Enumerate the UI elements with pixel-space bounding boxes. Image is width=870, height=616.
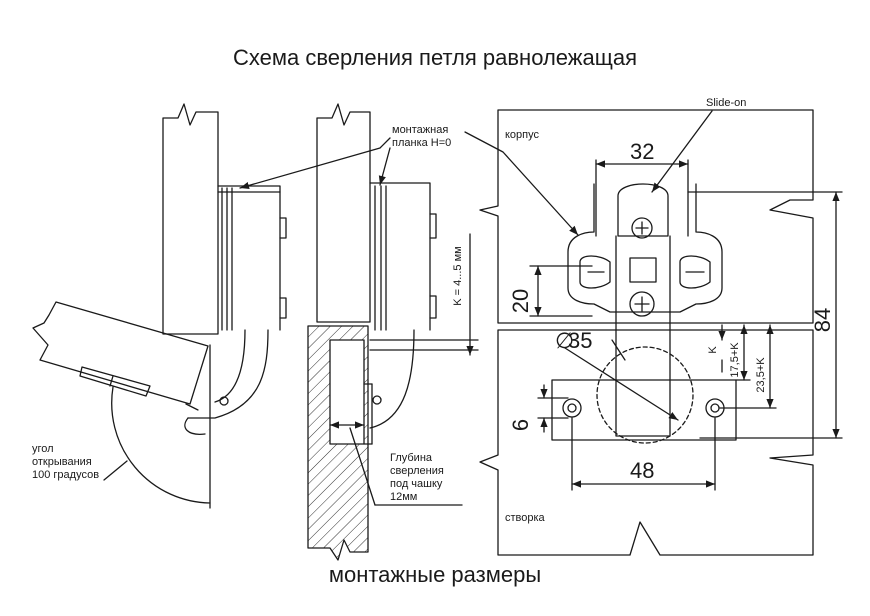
door-label: створка xyxy=(505,512,545,524)
mounting-plate-line-2: планка H=0 xyxy=(392,137,452,149)
slide-on-label: Slide-on xyxy=(706,97,747,109)
front-view xyxy=(479,109,843,556)
mounting-plate-label: монтажная планка H=0 xyxy=(392,124,451,150)
dim-84: 84 xyxy=(810,308,835,332)
plate-leader xyxy=(239,137,391,189)
side-view-closed xyxy=(307,103,479,561)
dim-6: 6 xyxy=(508,419,533,431)
dim-20: 20 xyxy=(508,289,533,313)
dim-35-symbol: ∅ xyxy=(555,328,574,353)
cabinet-label: корпус xyxy=(505,129,540,141)
drilling-depth-line-1: Глубина xyxy=(390,452,433,464)
drilling-depth-line-2: сверления xyxy=(390,465,444,477)
opening-angle-line-1: угол xyxy=(32,443,54,455)
mounting-plate-line-1: монтажная xyxy=(392,124,449,136)
opening-angle-label: угол открывания 100 градусов xyxy=(32,443,99,482)
opening-angle-line-3: 100 градусов xyxy=(32,469,100,481)
dim-k: K xyxy=(707,346,719,354)
drilling-depth-line-4: 12мм xyxy=(390,491,418,503)
dim-23-5-k: 23,5+K xyxy=(755,357,767,393)
dim-32: 32 xyxy=(630,139,654,164)
dim-17-5-k: 17,5+K xyxy=(729,342,741,378)
opening-angle-line-2: открывания xyxy=(32,456,92,468)
side-view-open xyxy=(32,103,287,509)
dim-35: 35 xyxy=(568,328,592,353)
dim-48: 48 xyxy=(630,458,654,483)
drilling-depth-line-3: под чашку xyxy=(390,478,443,490)
drilling-depth-label: Глубина сверления под чашку 12мм xyxy=(390,452,444,504)
page-title: Схема сверления петля равнолежащая xyxy=(232,45,637,70)
page-caption: монтажные размеры xyxy=(328,562,542,587)
k-range-label: K = 4...5 мм xyxy=(452,246,464,305)
